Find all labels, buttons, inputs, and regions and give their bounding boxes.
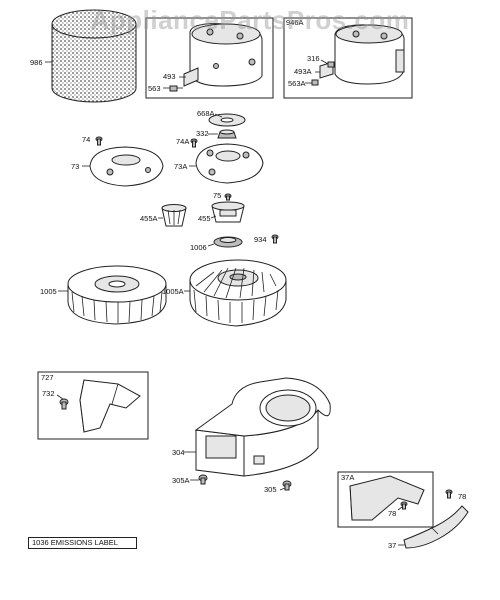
cover-group-box: [145, 17, 274, 99]
screw-732[interactable]: [59, 398, 69, 410]
screw-305A[interactable]: [198, 474, 208, 485]
label-37A: 37A: [341, 473, 354, 482]
screw-934[interactable]: [271, 234, 279, 244]
ratchet-1006[interactable]: [213, 236, 243, 248]
label-74: 74: [82, 135, 90, 144]
leader-305: [279, 487, 286, 491]
label-732: 732: [42, 389, 55, 398]
baffle-37A[interactable]: [349, 475, 425, 521]
label-78-box: 78: [388, 509, 396, 518]
label-946A: 946A: [286, 18, 304, 27]
label-668A: 668A: [197, 109, 215, 118]
label-563A: 563A: [288, 79, 306, 88]
label-316: 316: [307, 54, 320, 63]
label-493: 493: [163, 72, 176, 81]
label-78-outside: 78: [458, 492, 466, 501]
screw-75[interactable]: [224, 193, 232, 201]
screw-316[interactable]: [327, 61, 335, 68]
label-73: 73: [71, 162, 79, 171]
air-cleaner-cover[interactable]: [189, 23, 263, 87]
label-727: 727: [41, 373, 54, 382]
label-305A: 305A: [172, 476, 190, 485]
gasket-668A[interactable]: [208, 113, 246, 127]
leader-668A: [214, 113, 223, 118]
baffle-37[interactable]: [403, 505, 469, 549]
baffle-37A-box: [337, 471, 434, 528]
baffle-727-box: [37, 371, 149, 440]
air-cleaner-base-73[interactable]: [89, 146, 164, 187]
baffle-727[interactable]: [79, 379, 141, 433]
label-455A: 455A: [140, 214, 158, 223]
label-986: 986: [30, 58, 43, 67]
leader-78-box: [397, 506, 403, 511]
label-934: 934: [254, 235, 267, 244]
leader-732: [56, 394, 64, 400]
label-74A: 74A: [176, 137, 189, 146]
leader-455: [210, 215, 217, 219]
air-cleaner-base-73A[interactable]: [195, 143, 264, 184]
label-1006: 1006: [190, 243, 207, 252]
screw-74[interactable]: [95, 136, 103, 146]
label-1005: 1005: [40, 287, 57, 296]
emissions-label-box: 1036 EMISSIONS LABEL: [28, 537, 137, 549]
screw-74A[interactable]: [190, 138, 198, 148]
cover-946A-box: [283, 17, 413, 99]
screw-305[interactable]: [282, 480, 292, 491]
rotating-screen-455[interactable]: [211, 201, 245, 223]
screw-78-box[interactable]: [400, 501, 408, 510]
label-332: 332: [196, 129, 209, 138]
flywheel-1005A[interactable]: [189, 259, 287, 327]
air-filter-986[interactable]: [51, 9, 137, 103]
bracket-493[interactable]: [183, 67, 199, 87]
label-37: 37: [388, 541, 396, 550]
screw-563A[interactable]: [311, 79, 319, 86]
flywheel-1005[interactable]: [67, 265, 167, 325]
leader-316: [320, 59, 329, 65]
blower-housing-304[interactable]: [194, 377, 331, 477]
label-305: 305: [264, 485, 277, 494]
label-563: 563: [148, 84, 161, 93]
screw-563[interactable]: [169, 85, 183, 92]
label-73A: 73A: [174, 162, 187, 171]
leader-1006: [207, 243, 215, 247]
screw-78[interactable]: [445, 489, 453, 499]
label-75: 75: [213, 191, 221, 200]
rotating-screen-455A[interactable]: [161, 204, 187, 227]
label-493A: 493A: [294, 67, 312, 76]
nut-332[interactable]: [217, 129, 237, 139]
label-304: 304: [172, 448, 185, 457]
air-cleaner-cover-946A[interactable]: [334, 24, 405, 85]
label-455: 455: [198, 214, 211, 223]
label-1005A: 1005A: [162, 287, 184, 296]
